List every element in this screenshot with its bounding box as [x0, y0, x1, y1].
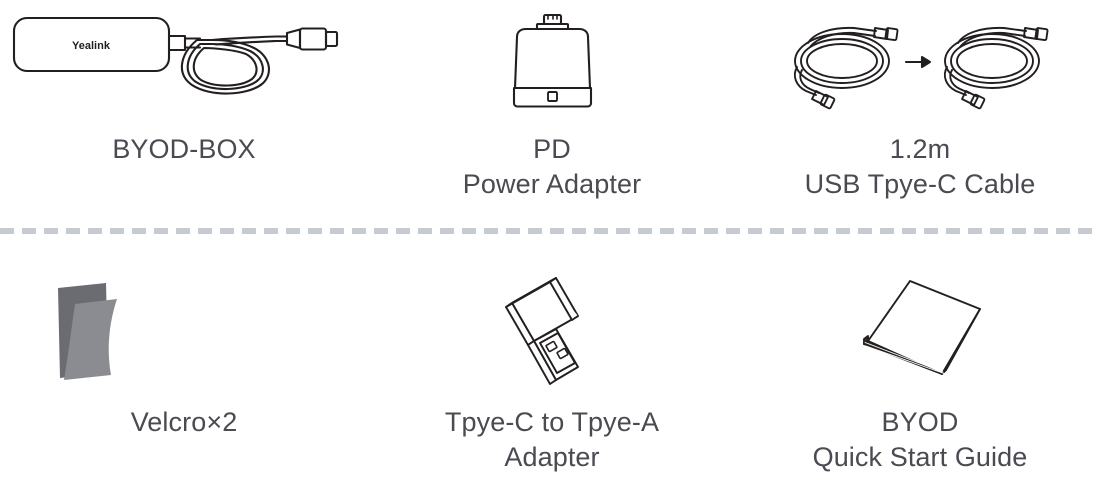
separator-dash [836, 228, 850, 234]
separator-dash [88, 228, 102, 234]
velcro-artwork [0, 235, 416, 395]
separator-dash [792, 228, 806, 234]
separator-dash [462, 228, 476, 234]
separator-dash [550, 228, 564, 234]
separator-dash [660, 228, 674, 234]
item-usb-type-c-cable: 1.2m USB Tpye-C Cable [736, 0, 1104, 215]
item-type-c-to-type-a-adapter: Tpye-C to Tpye-A Adapter [368, 235, 736, 490]
separator-dash [880, 228, 894, 234]
transition-arrow-icon [904, 55, 932, 69]
separator-dash [176, 228, 190, 234]
separator-dash [924, 228, 938, 234]
separator-dash [638, 228, 652, 234]
separator-dash [946, 228, 960, 234]
pd-power-adapter-icon [512, 13, 593, 108]
separator-dash [22, 228, 36, 234]
separator-dash [0, 228, 14, 234]
booklet-icon [863, 280, 981, 375]
separator-dash [1034, 228, 1048, 234]
item-pd-power-adapter: PD Power Adapter [368, 0, 736, 215]
quick-start-guide-artwork [736, 235, 1104, 395]
separator-dash [704, 228, 718, 234]
separator-dash [528, 228, 542, 234]
separator-dash [418, 228, 432, 234]
separator-dash [814, 228, 828, 234]
separator-dash [1012, 228, 1026, 234]
separator-dash [616, 228, 630, 234]
separator-dash [198, 228, 212, 234]
separator-dash [330, 228, 344, 234]
usb-adapter-icon [505, 277, 579, 385]
separator-dash [440, 228, 454, 234]
separator-dash [968, 228, 982, 234]
usb-type-c-cable-icon [793, 26, 1049, 110]
velcro-strap-icon [57, 283, 117, 380]
separator-dash [726, 228, 740, 234]
usb-type-c-cable-artwork [736, 0, 1104, 118]
separator-dash [308, 228, 322, 234]
item-byod-quick-start-guide: BYOD Quick Start Guide [736, 235, 1104, 490]
item-caption-type-c-to-type-a-adapter: Tpye-C to Tpye-A Adapter [444, 407, 660, 472]
separator-dash [572, 228, 586, 234]
separator-dash [990, 228, 1004, 234]
separator-dash [44, 228, 58, 234]
separator-dash [682, 228, 696, 234]
separator-dash [484, 228, 498, 234]
pd-power-adapter-artwork [368, 0, 736, 118]
separator-dash [220, 228, 234, 234]
separator-dash [506, 228, 520, 234]
separator-dash [132, 228, 146, 234]
item-caption-velcro: Velcro×2 [130, 407, 238, 437]
contents-row-top: Yealink BYOD-BOX [0, 0, 1104, 215]
separator-dash [1056, 228, 1070, 234]
item-velcro: Velcro×2 [0, 235, 368, 490]
item-caption-byod-box: BYOD-BOX [112, 134, 256, 164]
dashed-separator [0, 228, 1104, 234]
separator-dash [264, 228, 278, 234]
separator-dash [770, 228, 784, 234]
separator-dash [858, 228, 872, 234]
separator-dash [396, 228, 410, 234]
separator-dash [352, 228, 366, 234]
item-caption-pd-power-adapter: PD Power Adapter [462, 134, 642, 199]
separator-dash [902, 228, 916, 234]
cable-coil-right [943, 26, 1049, 110]
separator-dash [748, 228, 762, 234]
cable-coil-left [793, 26, 899, 110]
item-caption-usb-type-c-cable: 1.2m USB Tpye-C Cable [804, 134, 1036, 199]
byod-box-brand-label: Yealink [72, 40, 111, 52]
separator-dash [242, 228, 256, 234]
usb-adapter-artwork [368, 235, 736, 395]
separator-dash [154, 228, 168, 234]
separator-dash [374, 228, 388, 234]
contents-row-bottom: Velcro×2 [0, 235, 1104, 490]
byod-box-artwork: Yealink [0, 0, 372, 118]
separator-dash [1078, 228, 1092, 234]
item-caption-byod-quick-start-guide: BYOD Quick Start Guide [812, 407, 1028, 472]
separator-dash [110, 228, 124, 234]
separator-dash [286, 228, 300, 234]
separator-dash [594, 228, 608, 234]
item-byod-box: Yealink BYOD-BOX [0, 0, 368, 215]
separator-dash [66, 228, 80, 234]
byod-box-device-icon: Yealink [12, 16, 339, 95]
